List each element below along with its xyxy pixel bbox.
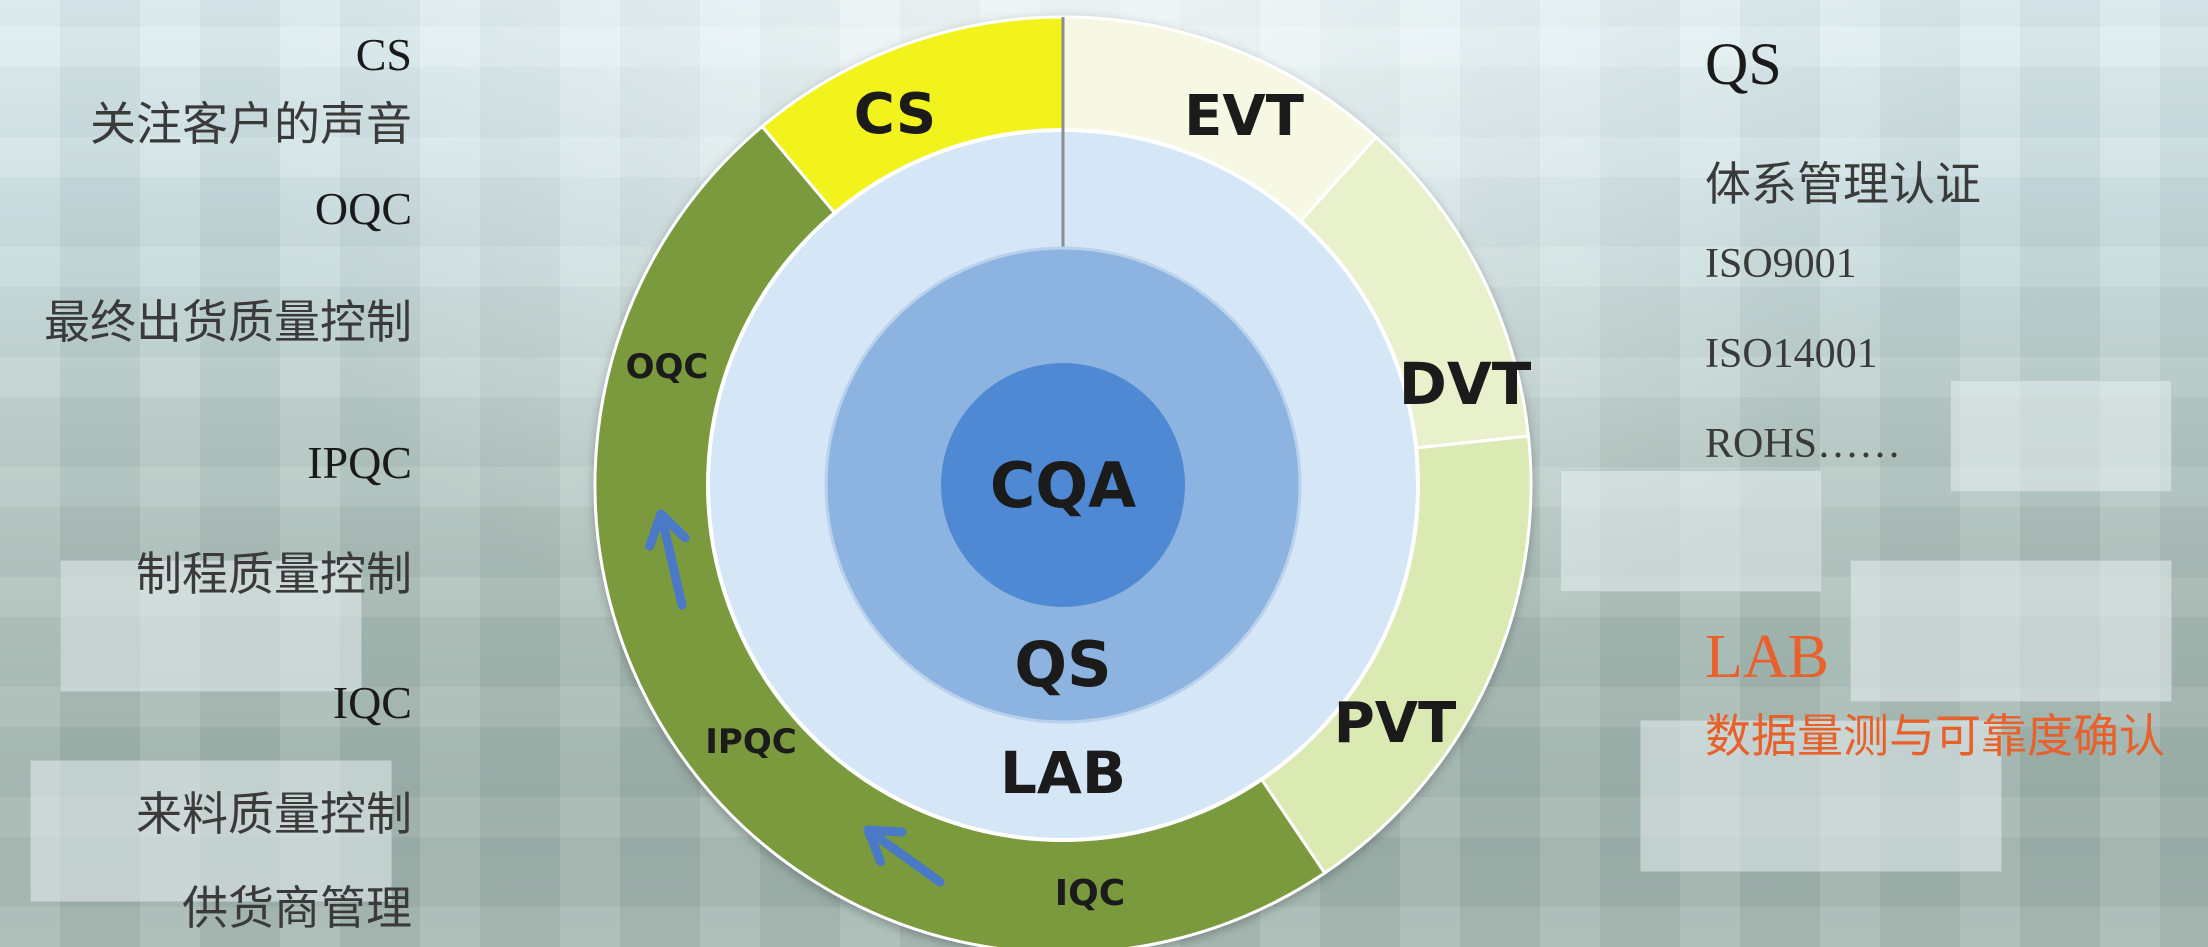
qs-item-4: ROHS…… — [1705, 421, 1902, 467]
iqc-title: IQC — [332, 677, 412, 728]
qs-item-2: ISO9001 — [1705, 241, 1857, 287]
arrow-ipqc-to-oqc-shaft — [656, 509, 687, 610]
oqc-description: 最终出货质量控制 — [44, 295, 412, 349]
ipqc-description: 制程质量控制 — [136, 547, 412, 601]
arrow-iqc-to-ipqc-shaft — [863, 825, 945, 887]
center-label-cqa: CQA — [990, 449, 1136, 522]
oqc-title: OQC — [314, 183, 412, 234]
segment-label-oqc: OQC — [626, 347, 709, 387]
cs-title: CS — [355, 29, 412, 80]
segment-label-evt: EVT — [1184, 84, 1304, 149]
segment-label-pvt: PVT — [1334, 691, 1457, 756]
segment-label-iqc: IQC — [1055, 873, 1125, 914]
iqc-description-1: 来料质量控制 — [136, 787, 412, 841]
inner-label-lab: LAB — [1000, 739, 1126, 807]
arrow-ipqc-to-oqc-head — [645, 509, 690, 551]
mid-label-qs: QS — [1014, 628, 1111, 701]
qs-item-3: ISO14001 — [1705, 331, 1878, 377]
cs-description: 关注客户的声音 — [90, 97, 412, 151]
cqa-core — [941, 363, 1185, 607]
qs-title: QS — [1705, 31, 1782, 97]
segment-label-dvt: DVT — [1399, 350, 1532, 418]
iqc-description-2: 供货商管理 — [182, 881, 412, 935]
lab-title: LAB — [1705, 623, 1829, 691]
flow-arrows — [645, 509, 945, 887]
segment-label-cs: CS — [854, 82, 936, 147]
lab-description: 数据量测与可靠度确认 — [1705, 709, 2165, 763]
arrow-iqc-to-ipqc-head — [863, 825, 907, 867]
segment-label-ipqc: IPQC — [705, 722, 796, 762]
ipqc-title: IPQC — [307, 437, 412, 488]
qs-item-1: 体系管理认证 — [1705, 157, 1981, 211]
